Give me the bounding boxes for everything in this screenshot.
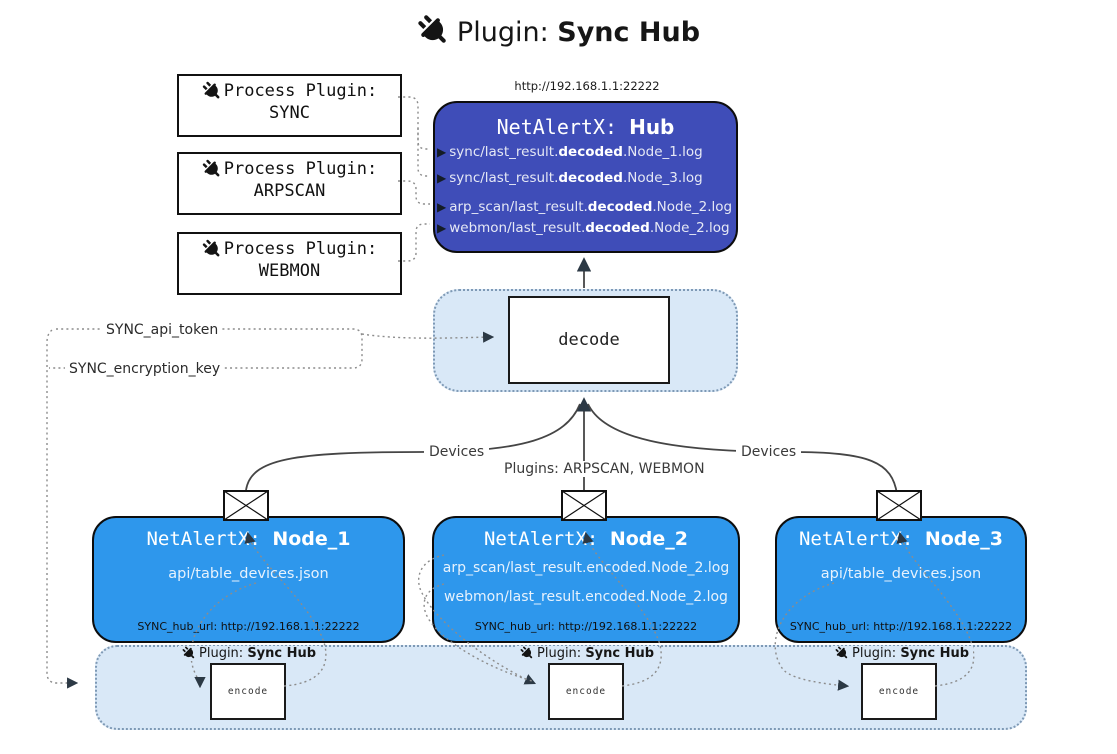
encode-box: encode [861, 663, 937, 720]
plug-icon [835, 646, 849, 660]
process-plugin-box-arpscan: Process Plugin: ARPSCAN [177, 152, 402, 215]
plug-icon [202, 239, 222, 259]
hub-title-name: Hub [629, 115, 675, 139]
node-title: NetAlertX: Node_3 [777, 528, 1025, 550]
encoder-label-name: Sync Hub [585, 646, 655, 661]
page-title: Plugin: Sync Hub [0, 14, 1117, 48]
encode-box: encode [210, 663, 286, 720]
encoder-label-prefix: Plugin: [852, 646, 901, 661]
log-pre: sync/last_result. [449, 170, 559, 186]
node2-box: NetAlertX: Node_2 arp_scan/last_result.e… [432, 516, 740, 643]
process-plugin-name: SYNC [269, 103, 310, 123]
node-file-line: arp_scan/last_result.encoded.Node_2.log [442, 560, 730, 576]
title-prefix: Plugin: [456, 17, 558, 48]
hub-box: NetAlertX: Hub ▶sync/last_result.decoded… [433, 101, 738, 253]
node-title: NetAlertX: Node_1 [94, 528, 403, 550]
log-post: .Node_2.log [649, 220, 730, 236]
encoder-label-name: Sync Hub [900, 646, 970, 661]
node-file-line: api/table_devices.json [820, 566, 982, 582]
node-file-line: webmon/last_result.encoded.Node_2.log [444, 589, 728, 605]
process-plugin-name: ARPSCAN [253, 181, 326, 201]
decode-box: decode [508, 296, 670, 384]
log-mid: decoded [585, 220, 650, 236]
arrow-right-icon: ▶ [437, 145, 447, 159]
log-mid: decoded [587, 199, 653, 215]
envelope-icon [223, 490, 269, 525]
node-title: NetAlertX: Node_2 [434, 528, 738, 550]
hub-url-label: http://192.168.1.1:22222 [484, 79, 690, 93]
node-title-prefix: NetAlertX: [146, 528, 273, 550]
node-title-name: Node_2 [609, 528, 688, 550]
log-post: .Node_2.log [652, 199, 733, 215]
node-title-name: Node_1 [272, 528, 351, 550]
encode-box: encode [548, 663, 624, 720]
sync-encryption-key-label: SYNC_encryption_key [65, 361, 225, 377]
process-plugin-label: Process Plugin: [223, 81, 378, 101]
node-title-prefix: NetAlertX: [483, 528, 610, 550]
hub-title-prefix: NetAlertX: [496, 115, 630, 139]
log-pre: webmon/last_result. [449, 220, 586, 236]
log-mid: decoded [558, 144, 623, 160]
encoder-label-prefix: Plugin: [199, 646, 248, 661]
encoder-plugin-label: Plugin: Sync Hub [178, 646, 321, 661]
node-hub-url: SYNC_hub_url: http://192.168.1.1:22222 [137, 620, 360, 633]
hub-log-row: ▶sync/last_result.decoded.Node_3.log [437, 170, 734, 186]
plug-icon [202, 81, 222, 101]
arrow-right-icon: ▶ [437, 200, 447, 214]
process-plugin-box-webmon: Process Plugin: WEBMON [177, 232, 402, 295]
plugins-mid-label: Plugins: ARPSCAN, WEBMON [499, 461, 710, 477]
envelope-icon [561, 490, 607, 525]
arrow-right-icon: ▶ [437, 221, 447, 235]
devices-left-label: Devices [424, 444, 490, 460]
log-post: .Node_1.log [622, 144, 703, 160]
hub-log-row: ▶sync/last_result.decoded.Node_1.log [437, 144, 734, 160]
sync-api-token-label: SYNC_api_token [102, 322, 223, 338]
envelope-icon [876, 490, 922, 525]
process-plugin-label: Process Plugin: [223, 159, 378, 179]
node-title-prefix: NetAlertX: [798, 528, 925, 550]
process-plugin-name: WEBMON [258, 261, 321, 281]
log-post: .Node_3.log [622, 170, 703, 186]
log-mid: decoded [558, 170, 623, 186]
hub-title: NetAlertX: Hub [435, 115, 736, 139]
title-name: Sync Hub [557, 17, 701, 48]
plug-icon [182, 646, 196, 660]
encoder-plugin-label: Plugin: Sync Hub [516, 646, 659, 661]
node-title-name: Node_3 [924, 528, 1003, 550]
node1-box: NetAlertX: Node_1 api/table_devices.json… [92, 516, 405, 643]
node3-box: NetAlertX: Node_3 api/table_devices.json… [775, 516, 1027, 643]
encoder-plugin-label: Plugin: Sync Hub [831, 646, 974, 661]
log-pre: arp_scan/last_result. [449, 199, 588, 215]
plug-icon [520, 646, 534, 660]
encoder-label-name: Sync Hub [247, 646, 317, 661]
devices-right-label: Devices [736, 444, 802, 460]
plug-icon [202, 159, 222, 179]
dotted-plugin-to-hub [398, 96, 430, 262]
node-hub-url: SYNC_hub_url: http://192.168.1.1:22222 [789, 620, 1013, 633]
node-hub-url: SYNC_hub_url: http://192.168.1.1:22222 [474, 620, 698, 633]
process-plugin-box-sync: Process Plugin: SYNC [177, 74, 402, 137]
hub-log-row: ▶arp_scan/last_result.decoded.Node_2.log [437, 199, 734, 215]
process-plugin-label: Process Plugin: [223, 239, 378, 259]
hub-log-row: ▶webmon/last_result.decoded.Node_2.log [437, 220, 734, 236]
encoder-label-prefix: Plugin: [537, 646, 586, 661]
log-pre: sync/last_result. [449, 144, 559, 160]
node-file-line: api/table_devices.json [168, 566, 329, 582]
plug-icon [417, 14, 450, 47]
arrow-right-icon: ▶ [437, 171, 447, 185]
